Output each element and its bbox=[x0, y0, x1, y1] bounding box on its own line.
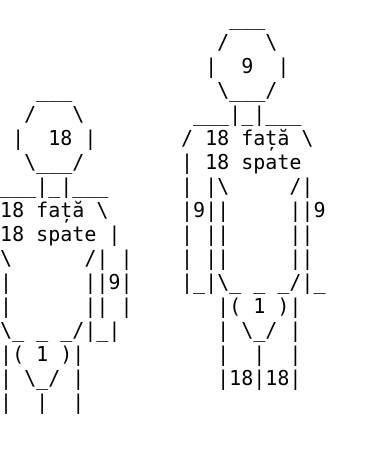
ascii-figure-left: ___ / \ | 18 | \___/ ___|_|___ |18 față … bbox=[0, 78, 133, 414]
ascii-figure-right: ___ / \ | 9 | \___/ ___|_|___ / 18 față … bbox=[181, 6, 326, 390]
